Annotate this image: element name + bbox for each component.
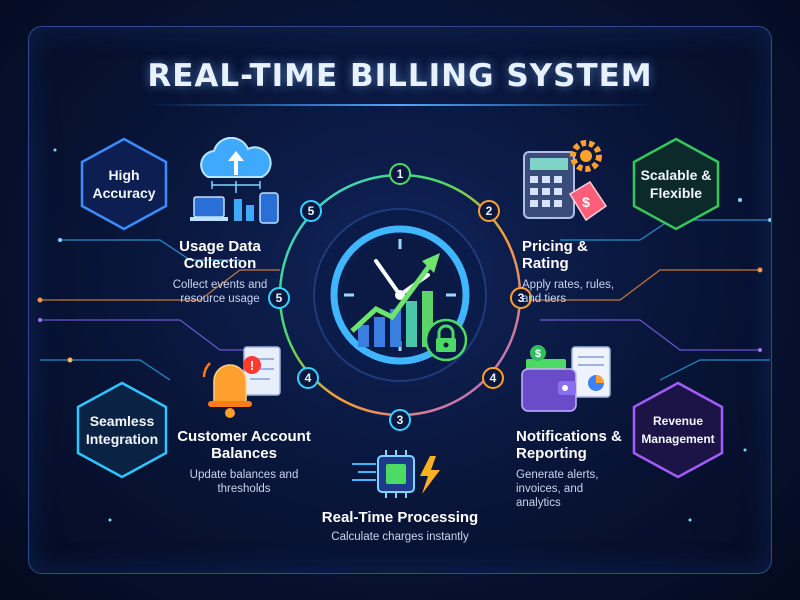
step-description: Calculate charges instantly <box>331 531 469 543</box>
step-description: Generate alerts, invoices, and analytics <box>516 469 599 509</box>
bell-alert-icon: ! <box>202 346 281 418</box>
step-pricing-rating: Pricing & Rating Apply rates, rules, and… <box>522 238 642 306</box>
step-description: Collect events and resource usage <box>172 279 268 305</box>
step-real-time-processing: Real-Time Processing Calculate charges i… <box>290 509 510 544</box>
wallet-report-icon: $ <box>521 345 611 412</box>
cycle-node-3: 3 <box>510 287 532 309</box>
step-title: Customer Account Balances <box>177 428 311 462</box>
hexagon-shape <box>80 137 168 231</box>
step-customer-account-balances: Customer Account Balances Update balance… <box>176 428 312 496</box>
step-usage-data-collection: Usage Data Collection Collect events and… <box>150 238 290 306</box>
hexagon-shape <box>632 137 720 231</box>
calculator-gear-icon: $ <box>523 140 608 222</box>
cloud-upload-icon <box>190 137 279 224</box>
step-title: Notifications & Reporting <box>516 428 622 462</box>
step-description: Update balances and thresholds <box>189 469 299 495</box>
cycle-node-5: 5 <box>268 287 290 309</box>
cycle-node-2: 2 <box>478 200 500 222</box>
lock-icon <box>424 318 468 362</box>
page-title: REAL-TIME BILLING SYSTEM <box>147 58 653 94</box>
cycle-node-3-bottom: 3 <box>389 409 411 431</box>
hex-seamless-integration: Seamless Integration <box>74 380 170 480</box>
alert-symbol: ! <box>250 358 254 373</box>
step-title: Pricing & Rating <box>522 238 588 272</box>
price-tag-symbol: $ <box>582 194 590 210</box>
hex-scalable-flexible: Scalable & Flexible <box>630 136 722 232</box>
cycle-node-1: 1 <box>389 163 411 185</box>
hexagon-shape <box>76 381 168 479</box>
hex-label: Revenue Management <box>641 414 715 446</box>
cycle-node-4-left: 4 <box>297 367 319 389</box>
cycle-node-4-right: 4 <box>482 367 504 389</box>
title-underline <box>150 104 650 106</box>
cycle-node-5-top: 5 <box>300 200 322 222</box>
hex-label: Seamless Integration <box>85 413 159 447</box>
panel-frame <box>28 26 772 574</box>
wallet-symbol: $ <box>535 348 541 360</box>
step-title: Real-Time Processing <box>321 509 479 526</box>
step-description: Apply rates, rules, and tiers <box>522 279 615 305</box>
hex-label: High Accuracy <box>92 167 156 201</box>
step-title: Usage Data Collection <box>179 238 261 272</box>
stopwatch-growth-icon <box>330 225 470 365</box>
step-notifications-reporting: Notifications & Reporting Generate alert… <box>516 428 626 510</box>
hexagon-shape <box>632 381 724 479</box>
processor-chip-icon <box>352 450 440 498</box>
hex-revenue-management: Revenue Management <box>630 380 726 480</box>
hex-label: Scalable & Flexible <box>640 167 712 201</box>
hex-high-accuracy: High Accuracy <box>78 136 170 232</box>
